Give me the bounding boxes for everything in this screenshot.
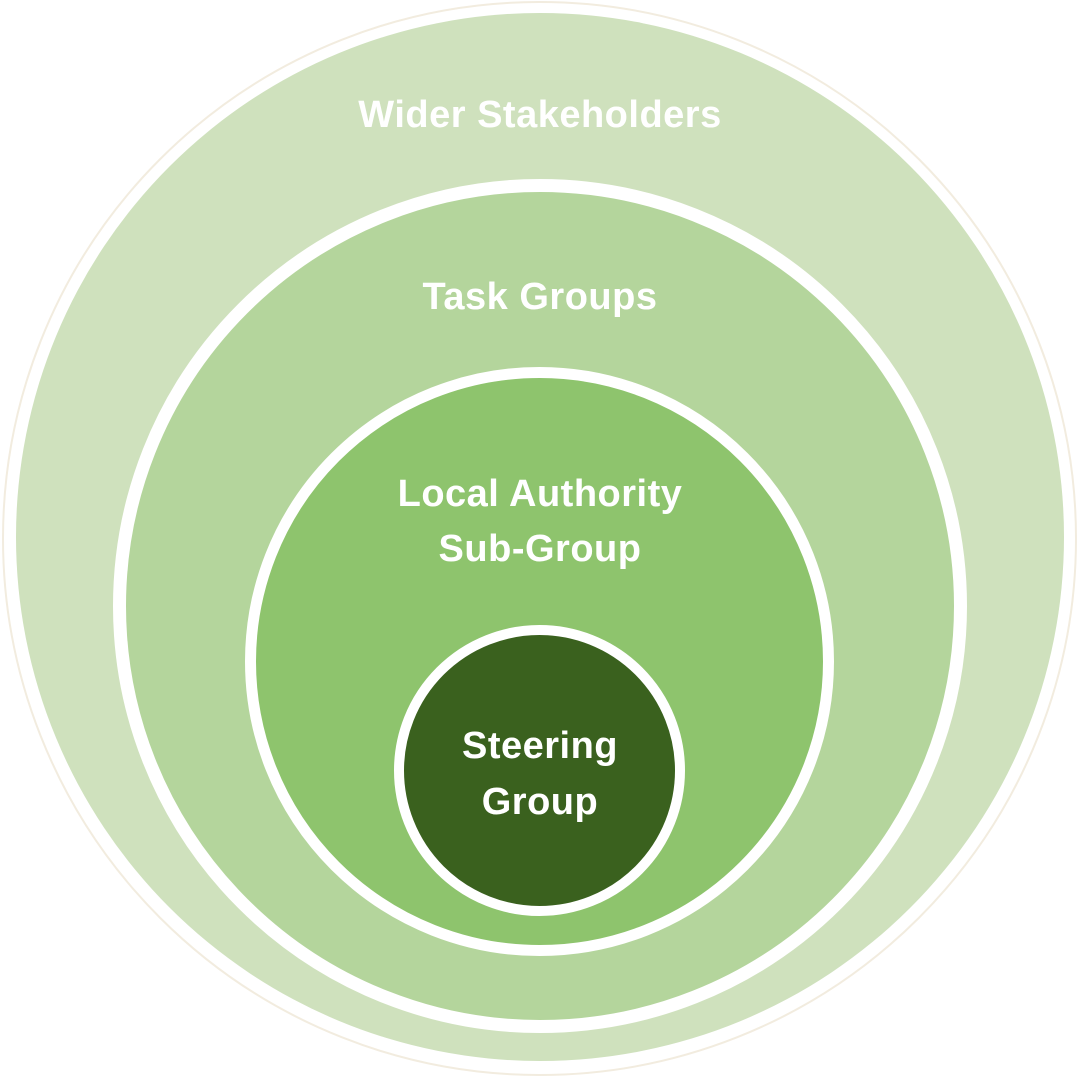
label-local-authority-line-2: Sub-Group	[438, 528, 642, 570]
label-steering-group-line-1: Steering	[461, 725, 619, 767]
label-steering-group-line-2: Group	[481, 781, 599, 823]
label-wider-stakeholders: Wider Stakeholders	[0, 94, 1080, 136]
label-local-authority-sub-group: Local Authority Sub-Group	[0, 467, 1080, 577]
ring-steering-group	[394, 625, 685, 916]
label-steering-group: Steering Group	[0, 718, 1080, 830]
label-wider-stakeholders-text: Wider Stakeholders	[358, 94, 722, 136]
label-task-groups: Task Groups	[0, 276, 1080, 318]
label-task-groups-text: Task Groups	[422, 276, 658, 318]
label-local-authority-line-1: Local Authority	[397, 473, 683, 515]
